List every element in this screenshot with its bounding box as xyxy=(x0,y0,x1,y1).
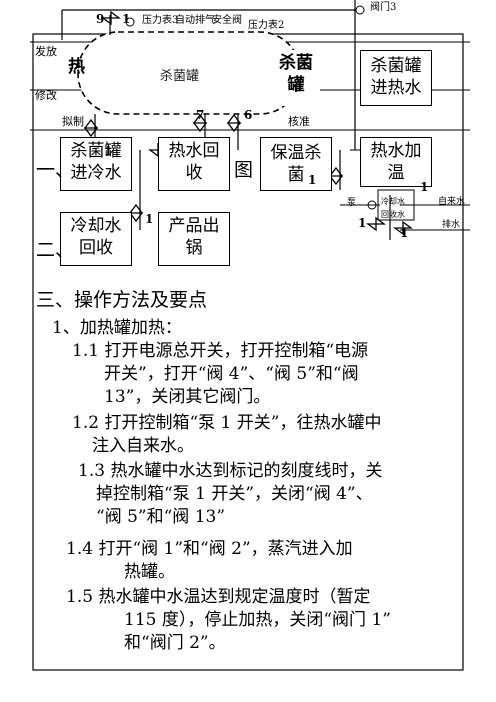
valve-number-1: 1 xyxy=(358,216,367,230)
modify-label: 修改 xyxy=(35,89,57,102)
valve-number-6: 6 xyxy=(244,108,253,122)
paragraph-1-1: 1.1 打开电源总开关，打开控制箱“电源 开关”，打开“阀 4”、“阀 5”和“… xyxy=(72,340,462,409)
paragraph-line: 注入自来水。 xyxy=(92,436,194,456)
tank-label: 杀菌罐 xyxy=(160,69,200,84)
tap-water-label: 自来水 xyxy=(438,197,466,207)
auto-vent-label: 自动排气 xyxy=(175,15,215,26)
section3-title: 三、操作方法及要点 xyxy=(36,289,208,311)
box-line: 杀菌罐 xyxy=(370,56,422,76)
paragraph-line: 1.2 打开控制箱“泵 1 开关”，往热水罐中 xyxy=(72,413,382,433)
box-insulated-sterilize: 保温杀 菌 xyxy=(260,137,332,191)
valve-number-1: 1 xyxy=(400,226,409,240)
box-line: 热水加 xyxy=(370,141,422,161)
box-line: 杀菌罐 xyxy=(70,141,122,161)
box-sterilizer-hot-in: 杀菌罐 进热水 xyxy=(360,50,432,106)
box-line: 进热水 xyxy=(370,78,422,98)
box-line: 进冷水 xyxy=(70,163,122,183)
paragraph-line: 开关”，打开“阀 4”、“阀 5”和“阀 xyxy=(104,364,359,384)
paragraph-line: 13”，关闭其它阀门。 xyxy=(104,387,271,407)
box-hot-water-heat: 热水加 温 xyxy=(360,137,432,187)
box-cooling-water-return: 冷却水 回收 xyxy=(60,212,132,266)
hidden-heading-2: 二、 xyxy=(36,239,75,261)
paragraph-line: 1.3 热水罐中水达到标记的刻度线时，关 xyxy=(78,461,383,481)
box-line: 收 xyxy=(185,163,203,183)
pressure-gauge-3-label: 压力表3 xyxy=(142,15,179,26)
box-product-out: 产品出 锅 xyxy=(158,212,230,266)
valve-number-1: 1 xyxy=(145,212,154,226)
box-line: 保温杀 xyxy=(270,143,322,163)
paragraph-line: 和“阀门 2”。 xyxy=(124,633,226,653)
valve-door-3-label: 阀门3 xyxy=(370,2,397,13)
valve-number-7: 7 xyxy=(196,108,205,122)
partial-figure-char: 图 xyxy=(234,159,254,181)
box-line: 产品出 xyxy=(168,216,220,236)
paragraph-line: 1.4 打开“阀 1”和“阀 2”，蒸汽进入加 xyxy=(66,539,353,559)
paragraph-1-4: 1.4 打开“阀 1”和“阀 2”，蒸汽进入加 热罐。 xyxy=(66,538,462,584)
partial-title-char: 热 xyxy=(68,57,85,77)
paragraph-1-2: 1.2 打开控制箱“泵 1 开关”，往热水罐中 注入自来水。 xyxy=(72,412,462,458)
valve-number-1: 1 xyxy=(420,180,429,194)
paragraph-line: 1.5 热水罐中水温达到规定温度时（暂定 xyxy=(66,587,371,607)
valve-number-9: 9 xyxy=(96,12,105,26)
box-sterilizer-tank: 杀菌罐 xyxy=(272,50,320,106)
pump-label: 泵 xyxy=(347,198,357,208)
paragraph-line: 1.1 打开电源总开关，打开控制箱“电源 xyxy=(72,341,369,361)
paragraph-line: “阀 5”和“阀 13” xyxy=(96,507,226,527)
paragraph-1-5: 1.5 热水罐中水温达到规定温度时（暂定 115 度），停止加热，关闭“阀门 1… xyxy=(66,586,462,655)
pressure-gauge-2-label: 压力表2 xyxy=(248,20,285,31)
issue-label: 发放 xyxy=(35,45,57,58)
valve-number-1: 1 xyxy=(308,173,317,187)
valve-number-1: 1 xyxy=(104,144,113,158)
cooling-water-label: 冷却水 xyxy=(381,197,405,206)
paragraph-line: 掉控制箱“泵 1 开关”，关闭“阀 4”、 xyxy=(96,484,373,504)
box-line: 温 xyxy=(387,163,405,183)
box-line: 菌 xyxy=(287,165,305,185)
box-sterilizer-cold-in: 杀菌罐 进冷水 xyxy=(60,137,132,191)
paragraph-1-3: 1.3 热水罐中水达到标记的刻度线时，关 掉控制箱“泵 1 开关”，关闭“阀 4… xyxy=(78,460,463,529)
paragraph-line: 115 度），停止加热，关闭“阀门 1” xyxy=(124,610,391,630)
box-line: 回收 xyxy=(79,238,113,258)
box-line: 热水回 xyxy=(168,141,220,161)
approve-label: 核准 xyxy=(288,115,310,128)
drain-label: 排水 xyxy=(442,220,461,230)
box-line: 冷却水 xyxy=(70,216,122,236)
paragraph-line: 热罐。 xyxy=(124,562,175,582)
valve-number-1: 1 xyxy=(122,12,131,26)
safety-valve-label: 安全阀 xyxy=(212,15,242,26)
box-line: 锅 xyxy=(185,238,203,258)
box-hot-water-return: 热水回 收 xyxy=(158,137,230,191)
return-water-label: 回收水 xyxy=(381,210,405,219)
hidden-heading-1: 一、 xyxy=(36,159,75,181)
subsection1-title: 1、加热罐加热： xyxy=(52,318,182,338)
draft-label: 拟制 xyxy=(62,115,84,128)
